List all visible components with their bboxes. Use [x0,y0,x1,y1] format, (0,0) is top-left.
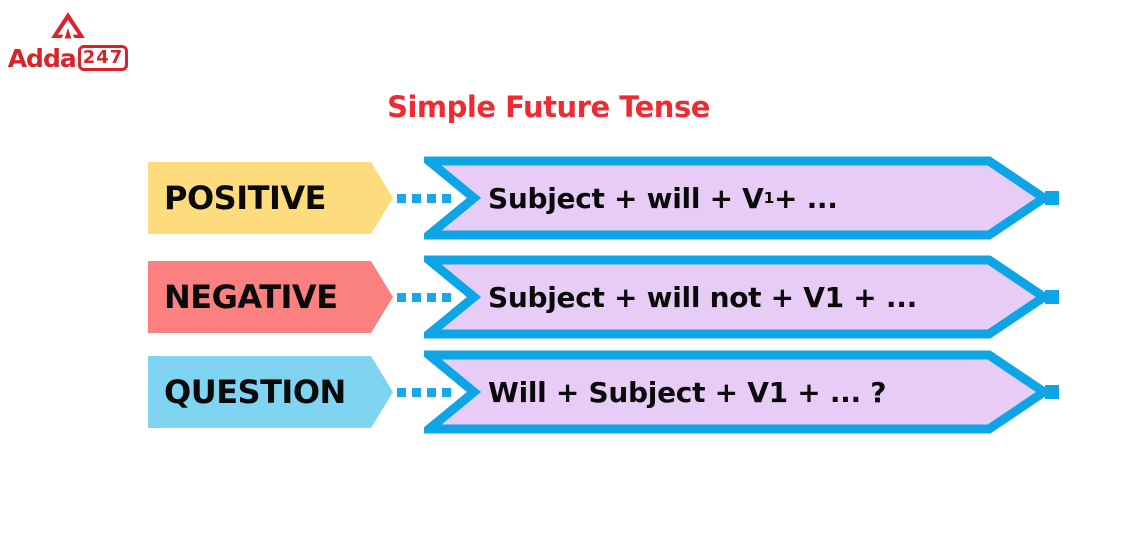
row-label: NEGATIVE [148,261,393,333]
formula-text: Will + Subject + V1 + ... ? [488,375,887,409]
title-wrap: Simple Future Tense [0,90,1119,124]
row-question: QUESTION Will + Subject + V1 + ... ? [148,350,1072,434]
row-label-text: NEGATIVE [164,278,338,316]
logo-badge: 247 [77,45,129,71]
logo-text: Adda 247 [8,45,129,71]
row-label: POSITIVE [148,162,393,234]
page-title: Simple Future Tense [387,90,710,124]
logo-brand: Adda [7,43,77,73]
formula-text: Subject + will not + V1 + ... [488,280,917,314]
dotted-connector-icon [395,292,453,302]
banner-ribbon-icon [424,255,1059,339]
dotted-connector-icon [395,387,453,397]
formula-banner: Will + Subject + V1 + ... ? [424,350,1072,434]
row-label-text: POSITIVE [164,179,326,217]
row-negative: NEGATIVE Subject + will not + V1 + ... [148,255,1072,339]
row-label-text: QUESTION [164,373,346,411]
adda247-logo: Adda 247 [8,6,129,71]
formula-banner: Subject + will not + V1 + ... [424,255,1072,339]
dotted-connector-icon [395,193,453,203]
row-label: QUESTION [148,356,393,428]
banner-ribbon-icon [424,350,1059,434]
banner-ribbon-icon [424,156,1059,240]
logo-a-icon [51,12,85,39]
